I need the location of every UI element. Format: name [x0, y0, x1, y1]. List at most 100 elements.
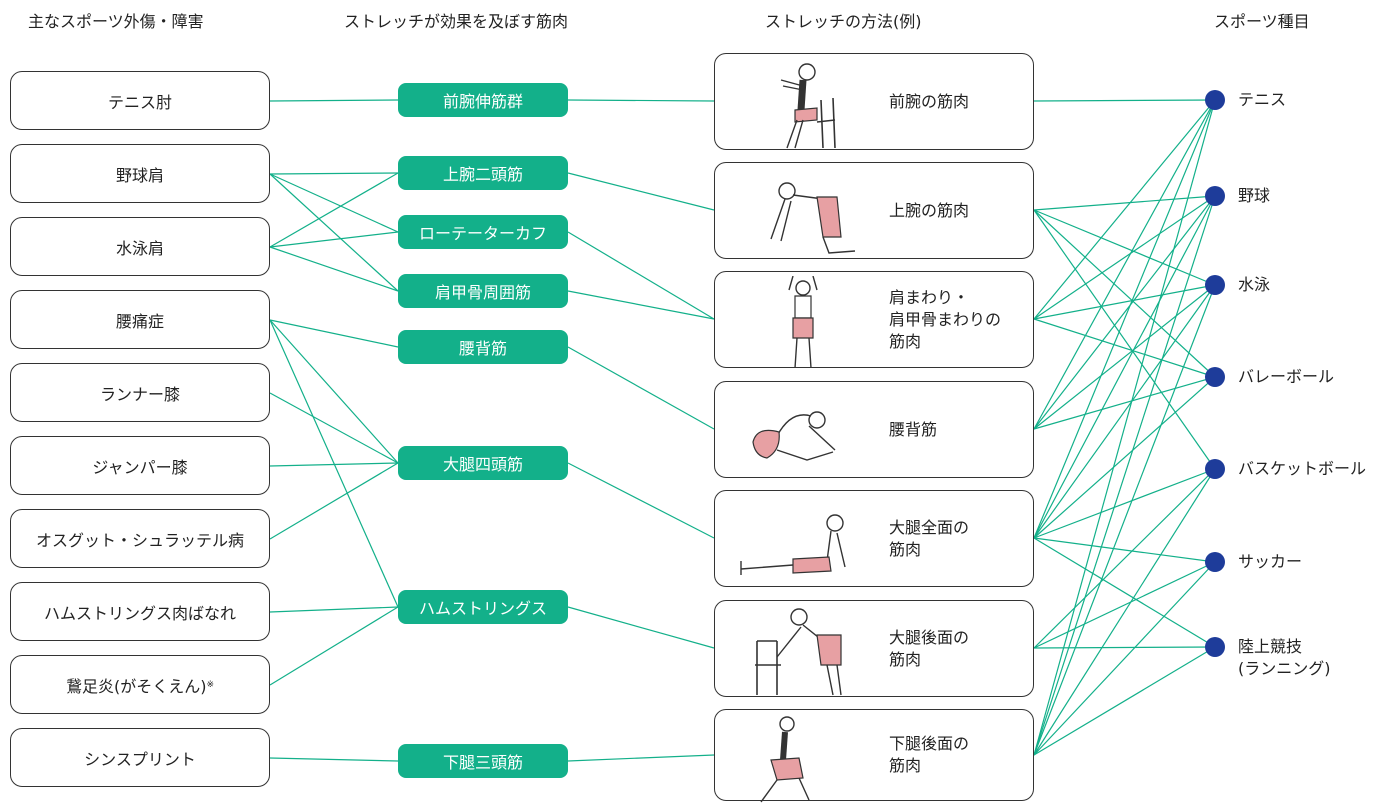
method-box-back: 腰背筋: [714, 381, 1034, 478]
sport-label-swimming: 水泳: [1238, 275, 1271, 294]
injury-box-shin-splints: シンスプリント: [10, 728, 270, 787]
method-box-calf: 下腿後面の筋肉: [714, 709, 1034, 803]
link-method-sport: [1033, 209, 1216, 470]
method-label: 大腿後面の筋肉: [889, 627, 970, 669]
link-method-sport: [1033, 537, 1216, 648]
injury-label: 野球肩: [115, 165, 164, 185]
link-method-sport: [1033, 99, 1216, 320]
person-seated-back-stretch-icon: [752, 411, 836, 461]
sport-dot: [1205, 90, 1225, 110]
method-box-forearm: 前腕の筋肉: [714, 53, 1034, 150]
injury-box-tennis-elbow: テニス肘: [10, 71, 270, 130]
injury-label: 鵞足炎(がそくえん): [65, 676, 207, 696]
injury-box-jumpers-knee: ジャンパー膝: [10, 436, 270, 495]
person-seated-forearm-stretch-icon: [780, 63, 836, 149]
link-method-sport: [1033, 468, 1216, 756]
sport-dot: [1205, 367, 1225, 387]
injury-box-runners-knee: ランナー膝: [10, 363, 270, 422]
injury-label: 腰痛症: [115, 311, 164, 331]
injury-box-osgood-schlatter: オスグット・シュラッテル病: [10, 509, 270, 568]
sport-label-basketball: バスケットボール: [1238, 459, 1367, 478]
link-injury-muscle: [269, 319, 399, 348]
sport-dot: [1205, 637, 1225, 657]
link-injury-muscle: [269, 757, 399, 762]
method-box-thigh-back: 大腿後面の筋肉: [714, 600, 1034, 697]
muscle-box-biceps: 上腕二頭筋: [398, 156, 568, 190]
injury-label: ハムストリングス肉ばなれ: [43, 603, 236, 623]
injury-label: 水泳肩: [115, 238, 164, 258]
link-injury-muscle: [269, 606, 399, 613]
link-injury-muscle: [269, 392, 399, 464]
link-muscle-method: [567, 231, 715, 320]
muscle-box-back: 腰背筋: [398, 330, 568, 364]
person-chair-hamstring-stretch-icon: [755, 608, 842, 696]
link-method-sport: [1033, 561, 1216, 649]
method-label: 大腿全面の筋肉: [889, 517, 970, 559]
link-method-sport: [1033, 99, 1216, 102]
link-muscle-method: [567, 462, 715, 539]
sport-label-tennis: テニス: [1238, 90, 1287, 109]
link-injury-muscle: [269, 173, 399, 233]
link-muscle-method: [567, 346, 715, 430]
muscle-box-quadriceps: 大腿四頭筋: [398, 446, 568, 480]
link-method-sport: [1033, 646, 1216, 649]
link-injury-muscle: [269, 172, 399, 175]
link-injury-muscle: [269, 173, 399, 292]
muscle-box-triceps-surae: 下腿三頭筋: [398, 744, 568, 778]
link-method-sport: [1033, 376, 1216, 539]
method-label: 前腕の筋肉: [889, 91, 970, 111]
header-sports: スポーツ種目: [1214, 12, 1310, 31]
link-muscle-method: [567, 290, 715, 320]
sport-dot: [1205, 459, 1225, 479]
muscle-box-forearm-extensors: 前腕伸筋群: [398, 83, 568, 117]
link-method-sport: [1033, 284, 1216, 430]
injury-box-swimmer-shoulder: 水泳肩: [10, 217, 270, 276]
header-methods: ストレッチの方法(例): [765, 12, 922, 31]
injury-label: テニス肘: [107, 92, 172, 112]
link-muscle-method: [567, 606, 715, 649]
link-injury-muscle: [269, 99, 399, 102]
injury-label: ジャンパー膝: [92, 457, 188, 477]
method-box-shoulder: 肩まわり・肩甲骨まわりの筋肉: [714, 271, 1034, 369]
injury-label: オスグット・シュラッテル病: [35, 530, 244, 550]
sport-dot: [1205, 275, 1225, 295]
method-label: 腰背筋: [889, 419, 938, 439]
sport-label-athletics: 陸上競技(ランニング): [1238, 637, 1331, 678]
link-method-sport: [1033, 99, 1216, 430]
method-box-thigh-front: 大腿全面の筋肉: [714, 490, 1034, 587]
method-label: 上腕の筋肉: [889, 200, 970, 220]
muscle-box-periscapular: 肩甲骨周囲筋: [398, 274, 568, 308]
link-method-sport: [1033, 195, 1216, 430]
person-calf-stretch-icon: [760, 716, 810, 803]
person-kneeling-arm-stretch-icon: [770, 182, 856, 254]
link-method-sport: [1033, 195, 1216, 756]
sport-dot: [1205, 186, 1225, 206]
link-muscle-method: [567, 172, 715, 211]
method-box-upper-arm: 上腕の筋肉: [714, 162, 1034, 259]
link-injury-muscle: [269, 246, 399, 292]
link-method-sport: [1033, 209, 1216, 378]
link-method-sport: [1033, 99, 1216, 539]
link-injury-muscle: [269, 319, 399, 464]
footnote-mark: ※: [206, 679, 215, 690]
link-method-sport: [1033, 209, 1216, 286]
injury-box-pes-anserine: 鵞足炎(がそくえん)※: [10, 655, 270, 714]
header-injuries: 主なスポーツ外傷・障害: [28, 12, 204, 31]
sport-label-volleyball: バレーボール: [1238, 367, 1335, 386]
muscle-box-hamstrings: ハムストリングス: [398, 590, 568, 624]
link-injury-muscle: [269, 172, 399, 248]
link-injury-muscle: [269, 462, 399, 540]
link-method-sport: [1033, 99, 1216, 756]
link-method-sport: [1033, 468, 1216, 539]
link-method-sport: [1033, 468, 1216, 649]
method-label: 肩まわり・肩甲骨まわりの筋肉: [889, 287, 1002, 351]
link-method-sport: [1033, 284, 1216, 320]
person-seated-thigh-stretch-icon: [740, 514, 846, 575]
link-method-sport: [1033, 284, 1216, 539]
injury-box-low-back-pain: 腰痛症: [10, 290, 270, 349]
link-muscle-method: [567, 754, 715, 762]
injury-label: シンスプリント: [84, 749, 196, 769]
link-muscle-method: [567, 99, 715, 102]
injury-box-hamstring-strain: ハムストリングス肉ばなれ: [10, 582, 270, 641]
